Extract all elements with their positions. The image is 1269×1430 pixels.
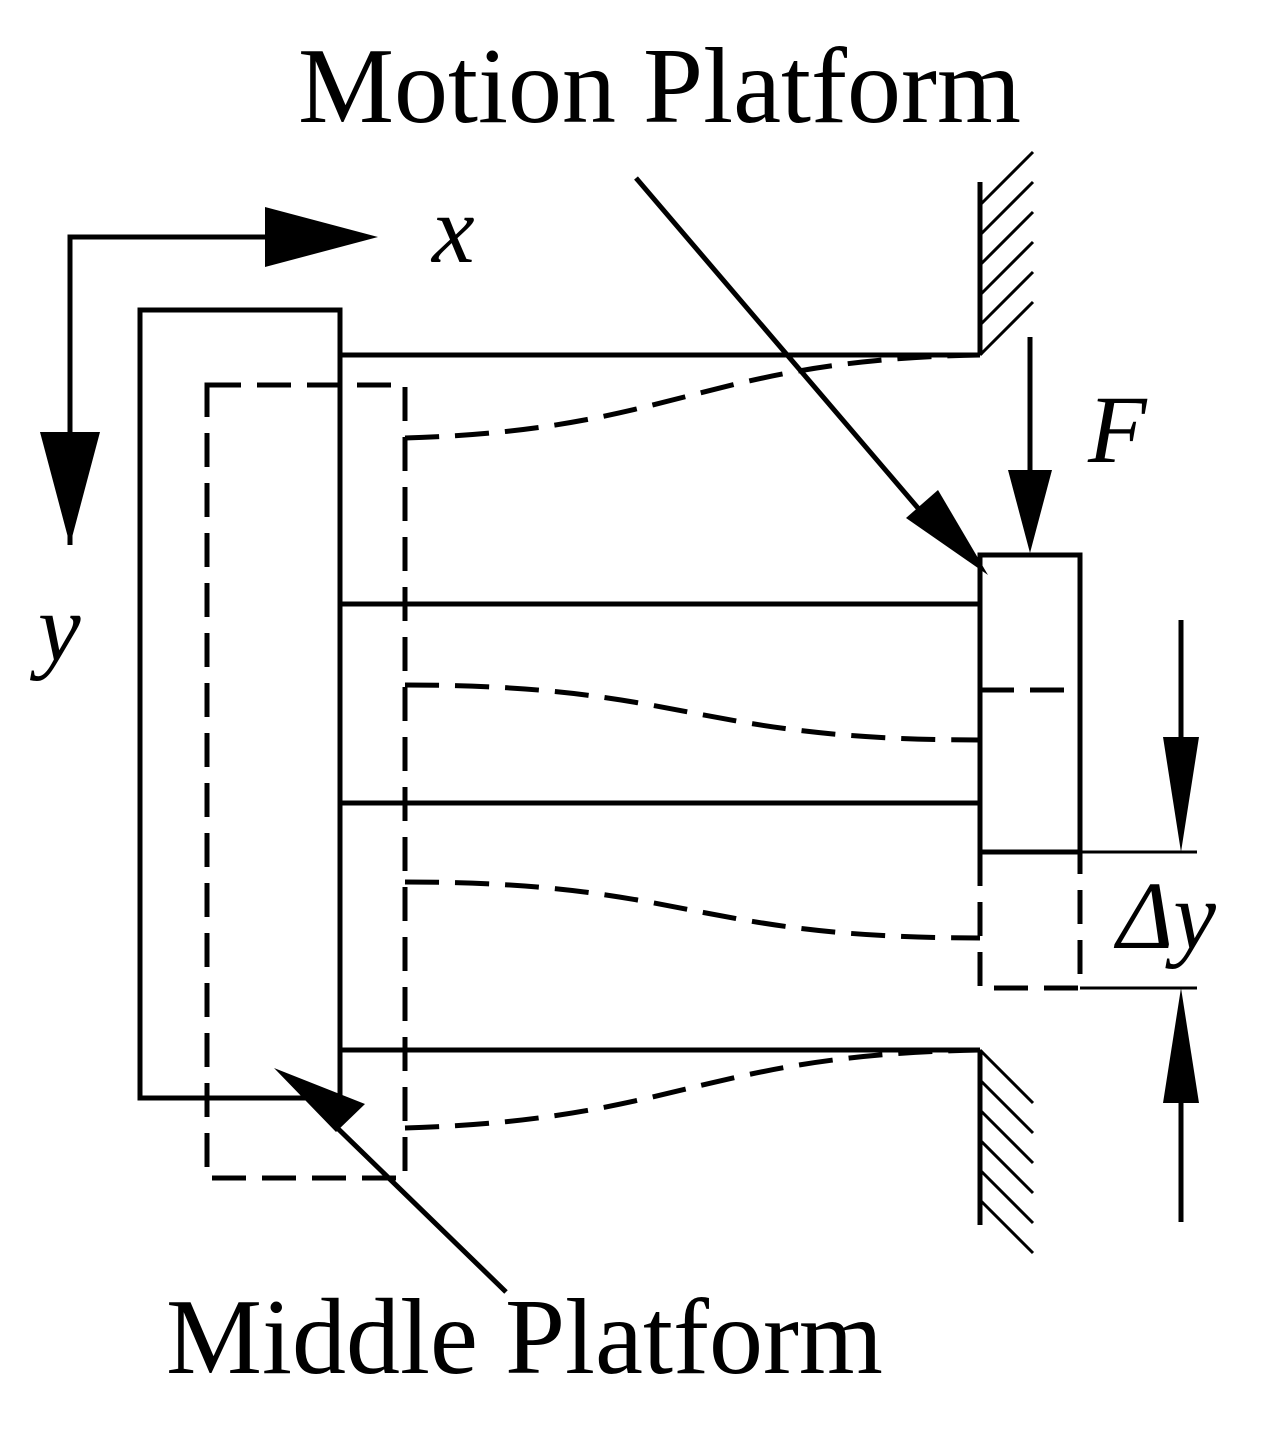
x-axis-arrowhead [265, 207, 378, 267]
hatching-bottom [978, 1048, 1035, 1255]
lower-inner-beam-deformed [404, 879, 981, 941]
displacement-arrowhead-down [1163, 737, 1199, 852]
upper-inner-beam-deformed [404, 682, 981, 743]
force-label: F [1087, 376, 1148, 483]
hatching-top [978, 150, 1035, 357]
displacement-arrowhead-up [1163, 988, 1199, 1103]
middle-platform-callout: Middle Platform [166, 1068, 883, 1397]
top-beam-deformed [404, 352, 981, 441]
axis-lines [67, 234, 265, 545]
middle-platform-label: Middle Platform [166, 1278, 883, 1397]
y-axis-label: y [29, 574, 81, 681]
middle-platform-deformed [204, 382, 408, 1181]
coordinate-axes: x y [29, 176, 475, 681]
displacement-dimension: Δy [1080, 620, 1216, 1222]
motion-platform-body [977, 552, 1083, 855]
beams-deformed [404, 352, 981, 1131]
displacement-label: Δy [1113, 862, 1216, 969]
bottom-beam-deformed [404, 1047, 981, 1131]
motion-callout-arrowhead [906, 490, 988, 575]
motion-platform-deformed [977, 687, 1083, 991]
motion-platform-callout: Motion Platform [298, 27, 1021, 575]
motion-platform-label: Motion Platform [298, 27, 1021, 146]
beams-undeformed [340, 352, 980, 1053]
x-axis-label: x [430, 176, 475, 283]
middle-callout-arrowhead [274, 1068, 365, 1132]
fixed-ground-bottom [977, 1048, 1035, 1255]
force-arrowhead [1008, 470, 1052, 553]
middle-platform-body [137, 307, 343, 1101]
fixed-ground-top [977, 150, 1035, 357]
y-axis-arrowhead [40, 432, 100, 545]
force-arrow: F [1008, 337, 1148, 553]
